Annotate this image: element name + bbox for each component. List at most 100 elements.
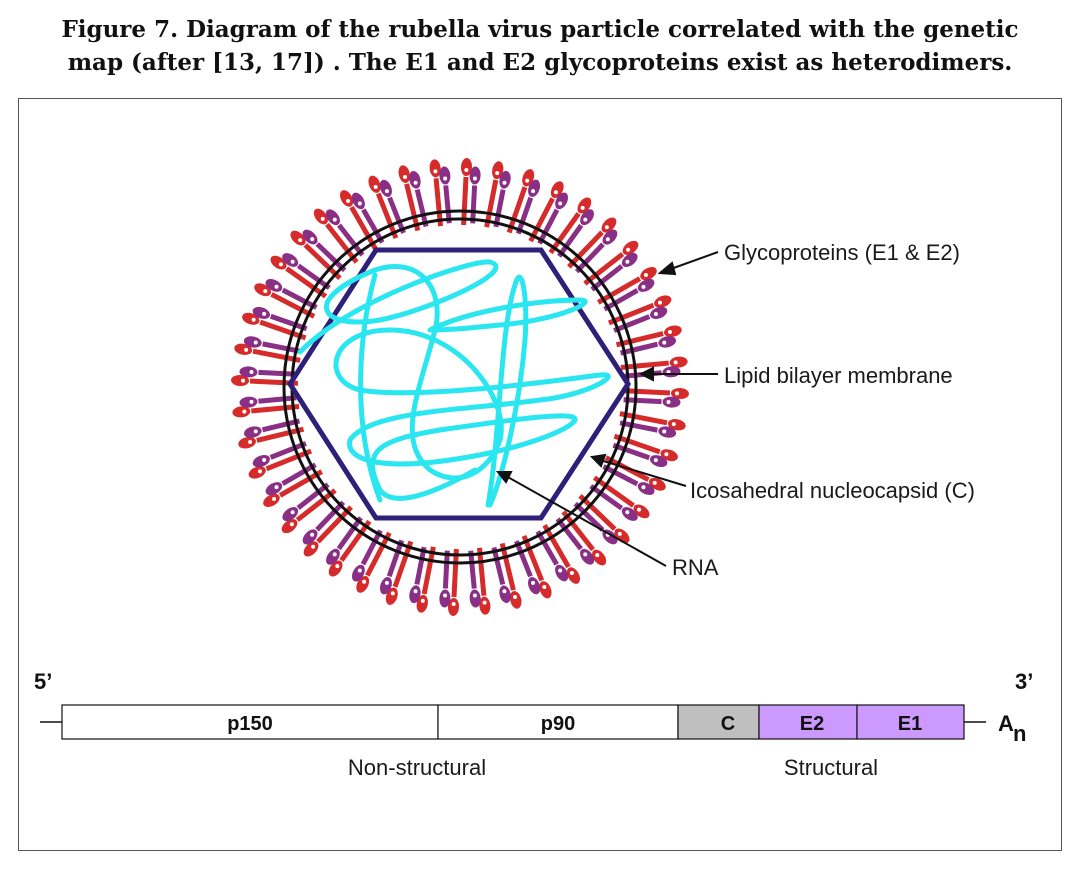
spike-stalk <box>325 222 359 264</box>
spike-highlight <box>253 340 258 345</box>
spike-head <box>263 493 280 507</box>
spike-head <box>282 507 299 522</box>
spike-stalk <box>621 388 671 396</box>
spike-stalk <box>499 542 516 591</box>
spike-head <box>302 229 318 245</box>
spike-highlight <box>332 217 337 222</box>
spike-stalk <box>387 196 406 234</box>
arrow-glycoprotein-line <box>667 251 719 271</box>
glycoprotein-spike <box>234 336 301 363</box>
spike-stalk <box>303 243 342 280</box>
spike-highlight <box>583 552 588 557</box>
glycoprotein-spike <box>615 325 682 356</box>
spike-head <box>447 597 460 616</box>
spike-head <box>667 419 686 431</box>
spike-highlight <box>641 485 646 490</box>
glycoprotein-spike <box>535 524 580 584</box>
spike-stalk <box>461 176 469 226</box>
spike-stalk <box>337 223 365 257</box>
spike-highlight <box>357 201 362 206</box>
spike-head <box>302 529 318 545</box>
spike-head <box>385 587 398 605</box>
spike-stalk <box>269 313 308 332</box>
spike-stalk <box>252 348 301 363</box>
spike-highlight <box>443 176 448 181</box>
spike-stalk <box>521 534 545 582</box>
spike-stalk <box>270 292 316 319</box>
spike-highlight <box>641 284 646 289</box>
spike-stalk <box>315 242 347 273</box>
spike-highlight <box>335 564 340 569</box>
spike-highlight <box>253 429 258 434</box>
spike-stalk <box>603 288 639 312</box>
spike-highlight <box>482 600 487 605</box>
spike-highlight <box>272 496 277 501</box>
segment-label-e2: E2 <box>800 713 824 735</box>
spike-stalk <box>573 501 605 532</box>
spike-stalk <box>339 519 372 562</box>
spike-stalk <box>493 189 506 228</box>
spike-stalk <box>613 314 651 333</box>
spike-head <box>662 396 681 408</box>
spike-head <box>409 170 421 189</box>
spike-head <box>492 161 504 180</box>
spike-stalk <box>537 208 560 245</box>
spike-stalk <box>414 546 427 585</box>
spike-stalk <box>251 404 300 414</box>
spike-head <box>602 229 618 245</box>
glycoprotein-spike <box>429 159 452 227</box>
spike-highlight <box>653 311 658 316</box>
spike-head <box>592 549 607 566</box>
glycoprotein-spike <box>468 547 491 615</box>
spike-stalk <box>484 179 499 228</box>
spike-highlight <box>553 190 558 195</box>
label-glycoproteins: Glycoproteins (E1 & E2) <box>724 240 960 265</box>
spike-stalk <box>256 426 305 443</box>
spike-highlight <box>310 532 315 537</box>
spike-stalk <box>468 550 477 589</box>
spike-stalk <box>259 319 307 341</box>
glycoprotein-spike <box>555 510 607 566</box>
spike-head <box>232 406 251 418</box>
three-prime-label: 3’ <box>1015 669 1033 694</box>
spike-head <box>622 240 639 255</box>
glycoprotein-spike <box>619 411 686 438</box>
spike-stalk <box>349 205 378 250</box>
spike-stalk <box>281 462 317 486</box>
spike-stalk <box>261 418 301 433</box>
spike-highlight <box>320 216 325 221</box>
glycoprotein-spike <box>491 542 522 609</box>
glycoprotein-spike <box>326 516 372 577</box>
spike-stalk <box>607 302 655 326</box>
spike-highlight <box>241 378 246 383</box>
spike-stalk <box>567 230 604 269</box>
spike-stalk <box>597 276 642 305</box>
glycoprotein-spike <box>506 169 541 235</box>
spike-head <box>580 209 594 226</box>
arrow-rna-line <box>505 475 667 567</box>
glycoprotein-spike <box>583 240 639 292</box>
genome-segment-c <box>677 704 760 740</box>
spike-head <box>238 436 256 449</box>
spike-highlight <box>390 591 395 596</box>
glycoprotein-spike <box>398 165 429 232</box>
spike-stalk <box>620 360 669 370</box>
segment-label-p90: p90 <box>541 713 575 735</box>
spike-stalk <box>619 341 659 356</box>
spike-stalk <box>278 469 323 498</box>
callout-lines <box>495 251 719 567</box>
spike-head <box>326 548 340 565</box>
spike-highlight <box>657 300 662 305</box>
spike-stalk <box>443 185 452 224</box>
spike-head <box>231 374 250 387</box>
spike-stalk <box>602 464 639 487</box>
spike-head <box>409 585 421 604</box>
spike-stalk <box>421 546 436 595</box>
spike-head <box>379 577 392 595</box>
spike-highlight <box>605 237 610 242</box>
glycoprotein-spike <box>340 190 385 250</box>
spike-highlight <box>637 507 642 512</box>
spike-head <box>368 175 381 193</box>
spike-highlight <box>413 589 418 594</box>
spike-head <box>351 192 365 210</box>
